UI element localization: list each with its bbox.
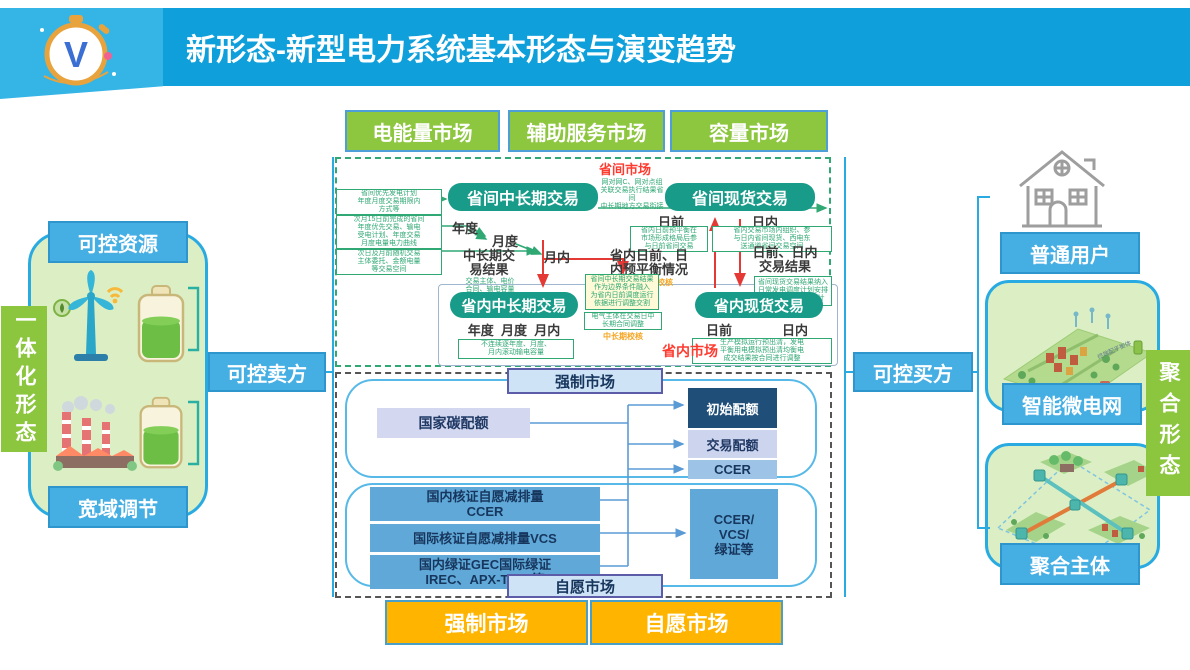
logo-stopwatch-icon: V <box>40 15 116 86</box>
vol-item-vcs: 国际核证自愿减排量VCS <box>370 524 600 552</box>
controllable-buyer-label: 可控买方 <box>853 352 973 392</box>
interprov-note-3: 次日及月前随机交易 主体委托、金额电量 等交易空间 <box>336 249 442 275</box>
aggregation-illustration <box>996 451 1156 563</box>
vol-item-ccer: 国内核证自愿减排量 CCER <box>370 487 600 521</box>
voluntary-market-badge: 自愿市场 <box>590 600 783 645</box>
intraprov-dayahead: 日前 <box>706 323 733 338</box>
intraprov-spot-note: 生产模拟运行预出清，发电 平衡用电模拟预出清均衡电 成交结果按合同进行调整 <box>692 338 832 364</box>
midlong-result-title: 中长期交 易结果 <box>462 248 515 277</box>
page-title: 新形态-新型电力系统基本形态与演变趋势 <box>186 34 736 67</box>
term-intramonth: 月内 <box>544 250 571 265</box>
intraprovincial-market-label: 省内市场 <box>662 343 718 359</box>
battery-icon <box>137 285 185 363</box>
integrated-form-label: 一体化形态 <box>1 306 47 452</box>
intraprov-terms: 年度 月度 月内 <box>467 323 561 338</box>
term-year: 年度 <box>452 221 479 236</box>
controllable-resource-label: 可控资源 <box>48 221 188 263</box>
interprov-spot-box: 省间现货交易 <box>665 183 815 211</box>
market-box-ancillary: 辅助服务市场 <box>508 110 665 152</box>
voluntary-market-header: 自愿市场 <box>507 574 663 598</box>
aggregated-form-label: 聚合形态 <box>1146 350 1190 496</box>
wind-turbine-icon <box>53 270 124 361</box>
ordinary-user-label: 普通用户 <box>1000 232 1140 274</box>
term-month: 月度 <box>492 234 519 249</box>
house-icon <box>1019 150 1105 228</box>
adjust-note: 电气主体在交易日中 长期合同调整 <box>584 312 662 330</box>
intraday-note: 省内交易市场内组织、参 与日内省间现货、西电东 送通道省间交易空间 <box>712 226 832 252</box>
title-bar <box>163 8 1190 86</box>
initial-quota-box: 初始配额 <box>688 388 777 428</box>
intraprov-spot-box: 省内现货交易 <box>695 292 823 318</box>
interprov-note-1: 省间优先发电计划 年度月度交易期限内 方式等 <box>336 189 442 215</box>
intraprov-midlong-note: 不连续逐年度、月度、 月内滚动输电容量 <box>458 339 574 359</box>
mandatory-market-header: 强制市场 <box>507 368 663 394</box>
ccer-box: CCER <box>688 460 777 479</box>
intraprov-midlong-box: 省内中长期交易 <box>450 292 578 318</box>
spot-result-title: 日前、日内 交易结果 <box>752 245 818 274</box>
prebalance-title: 省内日前、日 内预平衡情况 <box>609 248 688 277</box>
boundary-note: 省间中长期交易结果 作为边界条件融入 为省内日前调度运行 依据进行调整交割 <box>585 274 659 310</box>
interprov-midlong-box: 省间中长期交易 <box>448 183 598 211</box>
factory-icon <box>53 396 137 471</box>
midlong-result-note: 交易主体、电价 合同、输电容量 <box>465 278 515 293</box>
mandatory-market-badge: 强制市场 <box>385 600 588 645</box>
wide-area-regulation-label: 宽域调节 <box>48 486 188 528</box>
svg-text:V: V <box>64 34 88 75</box>
interprovincial-market-label: 省间市场 <box>598 162 651 177</box>
battery-icon <box>139 396 183 469</box>
trade-quota-box: 交易配额 <box>688 430 777 458</box>
intraprov-intraday: 日内 <box>782 323 809 338</box>
interprov-note-2: 次月15日前完成的省间 年度优先交易、输电 受电计划、年度交易 月度电量电力曲线 <box>336 215 442 249</box>
interprov-bridge-note: 网对网C、网对点组 关联交易执行结果省间 中长期地方交易衔接 <box>600 179 664 210</box>
seller-container <box>28 232 208 518</box>
smart-microgrid-label: 智能微电网 <box>1002 383 1142 425</box>
dayahead-note: 省内日前预平衡在 市场形成格局后参 与日前省间交易 <box>630 226 708 252</box>
vol-result-box: CCER/ VCS/ 绿证等 <box>690 489 778 579</box>
controllable-seller-label: 可控卖方 <box>208 352 326 392</box>
national-carbon-quota-box: 国家碳配额 <box>377 408 530 438</box>
midlong-check: 中长期校核 <box>603 332 643 341</box>
market-box-energy: 电能量市场 <box>345 110 500 152</box>
market-box-capacity: 容量市场 <box>670 110 828 152</box>
aggregate-entity-label: 聚合主体 <box>1000 543 1140 585</box>
